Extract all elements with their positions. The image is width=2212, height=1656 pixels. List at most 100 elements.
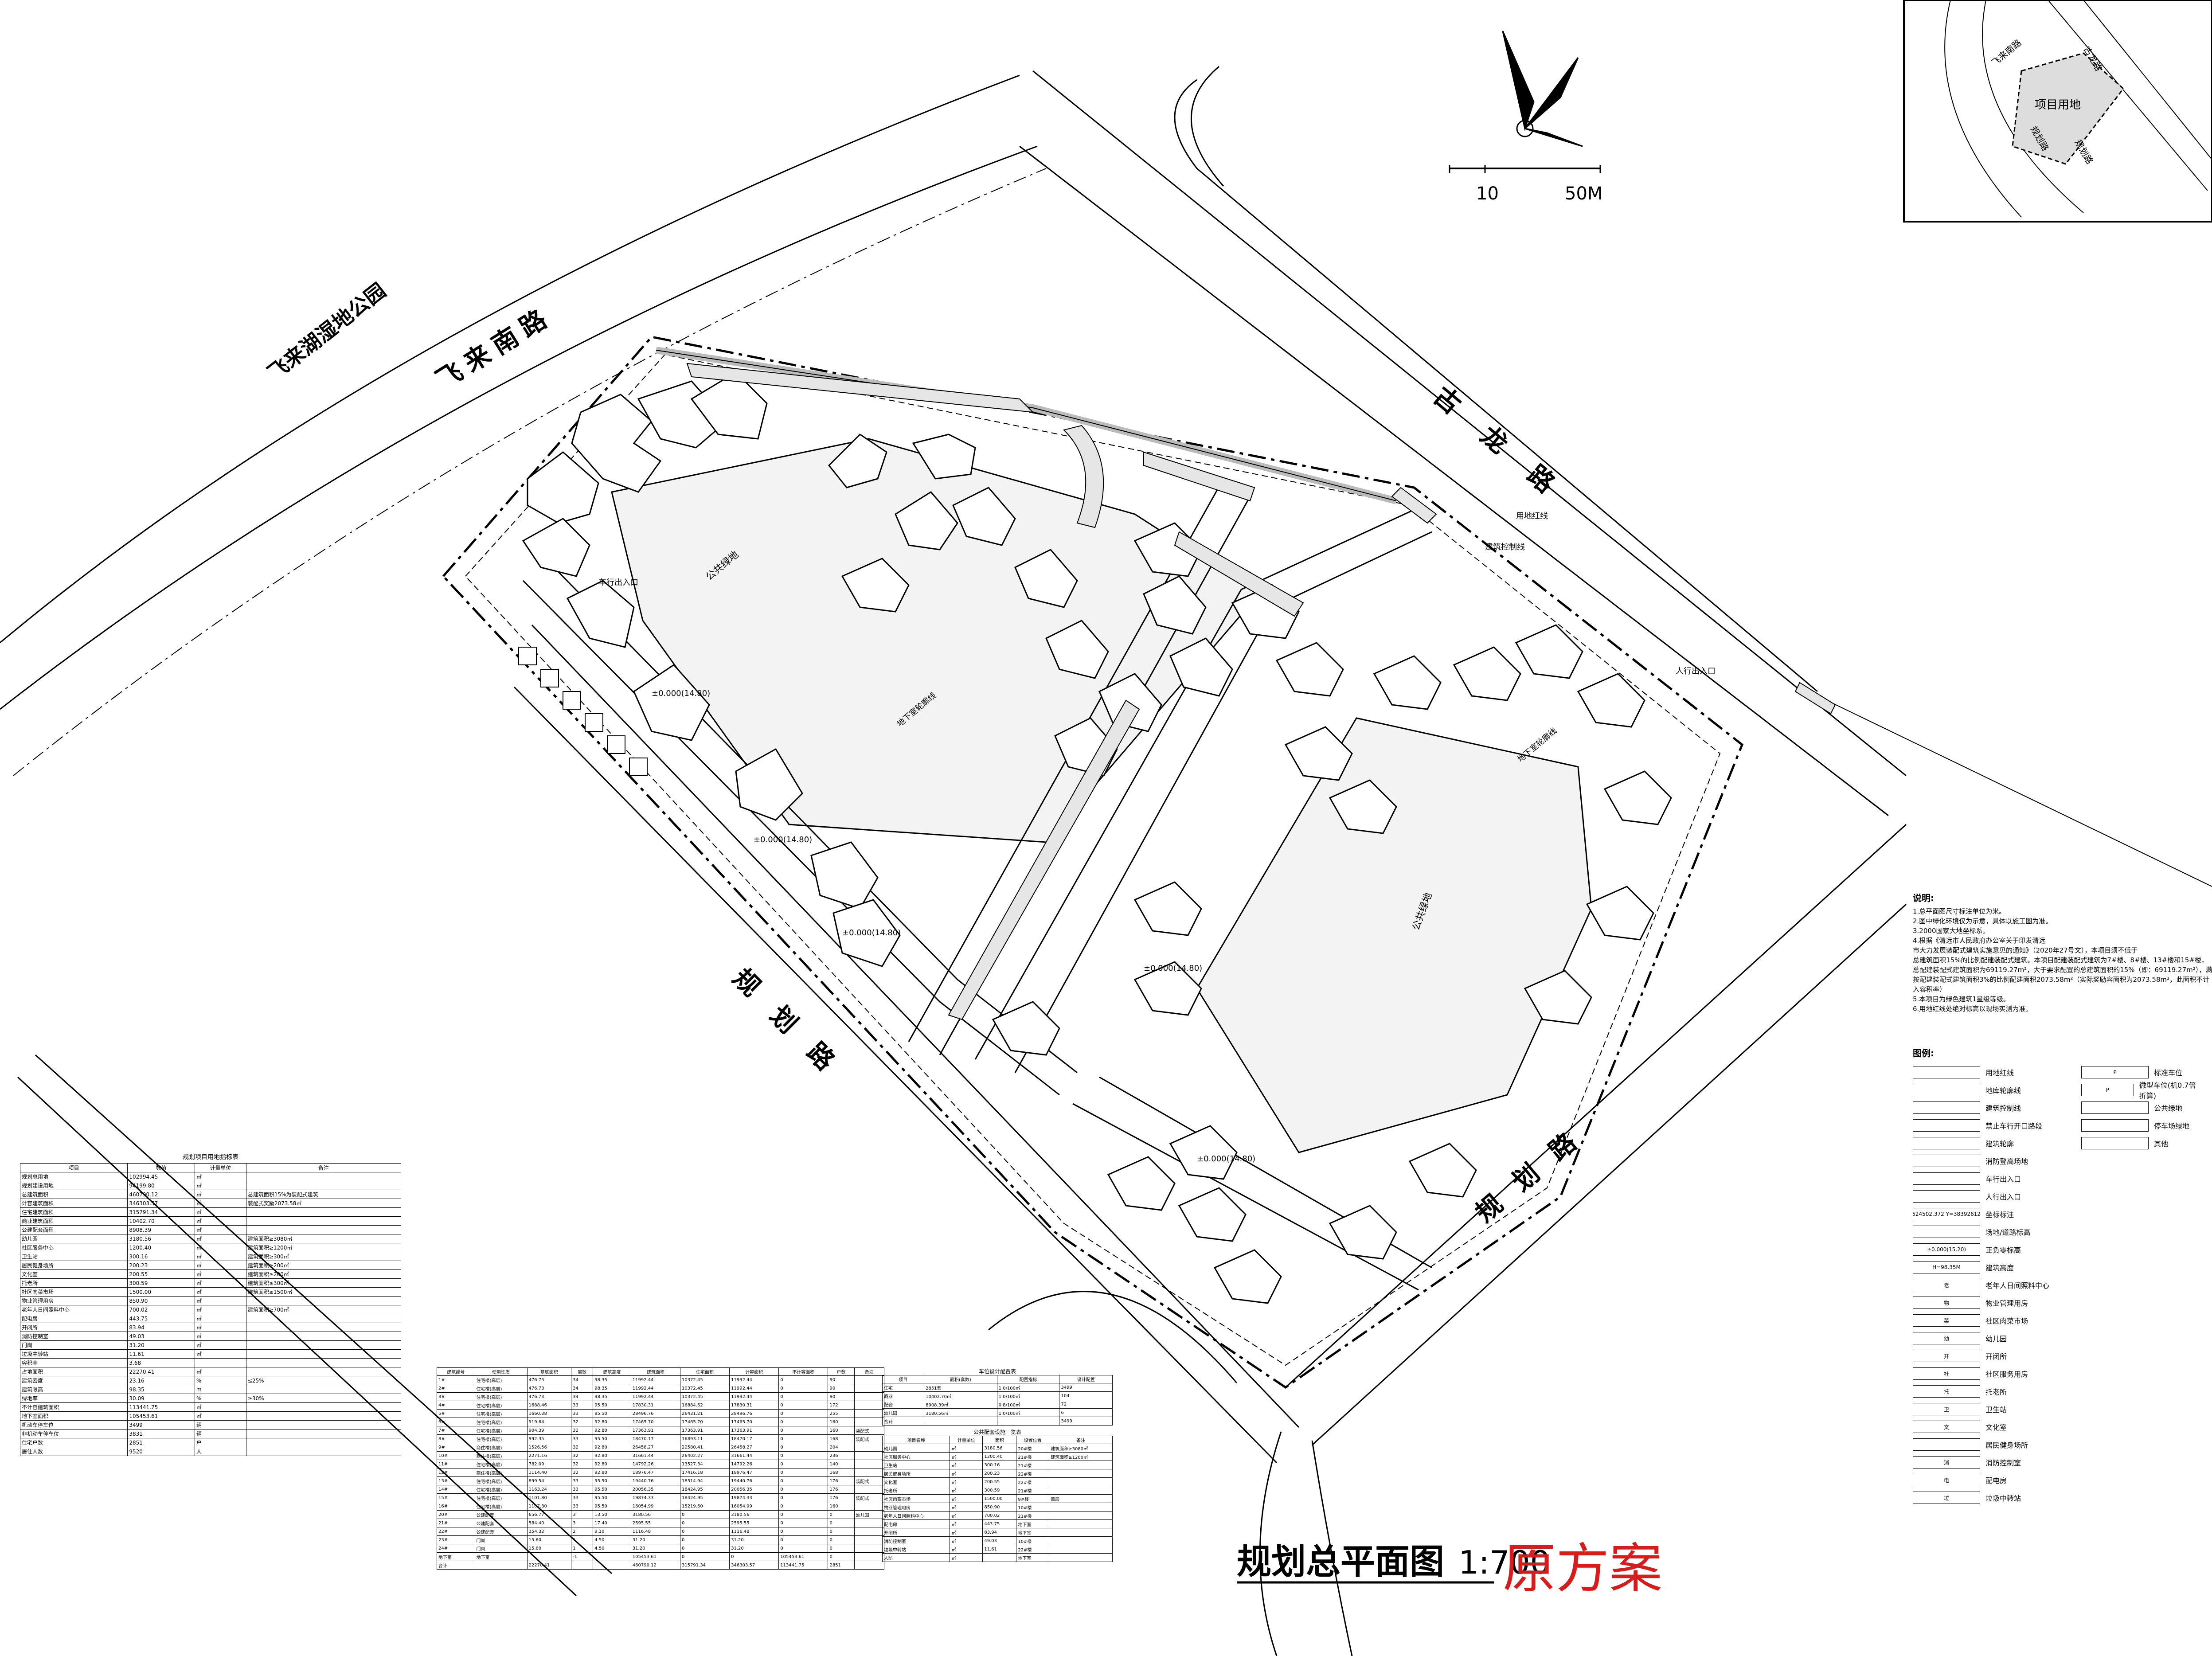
building-cell: 住宅楼(高层) bbox=[474, 1409, 528, 1418]
facility-header: 备注 bbox=[1049, 1436, 1113, 1444]
parking-cell: 10402.70㎡ bbox=[924, 1391, 997, 1400]
building-cell: 160 bbox=[828, 1502, 855, 1511]
scale-10: 10 bbox=[1476, 184, 1499, 204]
building-cell bbox=[593, 1561, 631, 1570]
building-cell: 98.35 bbox=[593, 1384, 631, 1393]
legend-item: 人行出入口 bbox=[1913, 1187, 2072, 1205]
legend-label: 用地红线 bbox=[1985, 1069, 2014, 1077]
building-cell: 11992.44 bbox=[729, 1375, 779, 1384]
left-facility-boxes bbox=[518, 647, 648, 776]
building-cell: 19874.33 bbox=[630, 1493, 680, 1502]
parking-cell: 合计 bbox=[882, 1417, 925, 1426]
indicator-cell: 11.61 bbox=[127, 1349, 195, 1359]
legend-symbol: 消 bbox=[1913, 1456, 1980, 1469]
building-cell: 31.20 bbox=[729, 1544, 779, 1553]
facility-cell: 社区服务中心 bbox=[882, 1452, 950, 1461]
building-cell: 32 bbox=[571, 1460, 594, 1469]
building-cell: 3180.56 bbox=[630, 1510, 680, 1519]
building-cell: 6# bbox=[437, 1418, 475, 1426]
indicator-cell: 2851 bbox=[127, 1438, 195, 1447]
indicator-cell: 315791.34 bbox=[127, 1207, 195, 1217]
indicator-cell: ㎡ bbox=[194, 1323, 246, 1332]
indicator-header: 项目 bbox=[20, 1163, 128, 1172]
building-cell: 20# bbox=[437, 1510, 475, 1519]
indicator-cell: 建筑面积≥300㎡ bbox=[246, 1278, 402, 1288]
indicator-cell: 1200.40 bbox=[127, 1243, 195, 1252]
building-cell bbox=[854, 1375, 885, 1384]
legend-label: 卫生站 bbox=[1985, 1406, 2007, 1414]
indicator-cell: 容积率 bbox=[20, 1358, 128, 1367]
indicator-cell: 300.59 bbox=[127, 1278, 195, 1288]
indicator-cell: 垃圾中转站 bbox=[20, 1349, 128, 1359]
building-header: 建筑高度 bbox=[593, 1367, 631, 1376]
legend-label: 垃圾中转站 bbox=[1985, 1494, 2021, 1503]
building-cell: 0 bbox=[778, 1451, 829, 1460]
legend-label: 文化室 bbox=[1985, 1423, 2007, 1432]
building-cell bbox=[854, 1485, 885, 1494]
legend-symbol: 菜 bbox=[1913, 1314, 1980, 1327]
building-cell: 住宅楼(高层) bbox=[474, 1476, 528, 1485]
building-cell: 16884.62 bbox=[680, 1401, 730, 1410]
facility-cell bbox=[1049, 1461, 1113, 1469]
indicator-cell: 社区肉菜市场 bbox=[20, 1287, 128, 1297]
indicator-cell: 住宅户数 bbox=[20, 1438, 128, 1447]
building-cell: 18424.95 bbox=[680, 1485, 730, 1494]
building-cell bbox=[593, 1552, 631, 1561]
note-line: 4.根据《清远市人民政府办公室关于印发清远 bbox=[1913, 937, 2046, 945]
building-header: 层数 bbox=[571, 1367, 594, 1376]
indicator-cell: 居民健身场所 bbox=[20, 1261, 128, 1270]
building-cell: 0 bbox=[778, 1409, 829, 1418]
building-cell: 0 bbox=[778, 1493, 829, 1502]
facility-cell: ㎡ bbox=[950, 1486, 983, 1495]
building-cell bbox=[854, 1519, 885, 1527]
hatched-strips bbox=[686, 363, 1836, 1020]
facility-cell bbox=[1049, 1536, 1113, 1545]
building-cell: 10372.45 bbox=[680, 1392, 730, 1401]
building-cell: 92.80 bbox=[593, 1468, 631, 1477]
legend-symbol bbox=[1913, 1155, 1980, 1167]
building-cell: 15219.60 bbox=[680, 1502, 730, 1511]
building-cell: 1101.80 bbox=[527, 1493, 572, 1502]
building-cell: 0 bbox=[828, 1552, 855, 1561]
building-cell: 255 bbox=[828, 1409, 855, 1418]
original-scheme-tag: 原方案 bbox=[1503, 1538, 1662, 1600]
legend-label: 正负零标高 bbox=[1985, 1246, 2021, 1254]
parking-cell: 6 bbox=[1059, 1408, 1113, 1417]
building-cell: 0 bbox=[680, 1519, 730, 1527]
building-cell: 3 bbox=[571, 1510, 594, 1519]
parking-header: 项目 bbox=[882, 1375, 925, 1383]
building-cell: 0 bbox=[778, 1375, 829, 1384]
building-cell: 26458.27 bbox=[630, 1443, 680, 1452]
building-cell: 34 bbox=[571, 1384, 594, 1393]
building-cell: 0 bbox=[778, 1384, 829, 1393]
legend-item: 地库轮廓线 bbox=[1913, 1081, 2072, 1099]
notes-panel: 说明: 1.总平面图尺寸标注单位为米。2.图中绿化环境仅为示意，具体以施工图为准… bbox=[1913, 891, 2212, 1014]
parking-cell: 1.0/100㎡ bbox=[997, 1383, 1060, 1392]
building-cell: 176 bbox=[828, 1485, 855, 1494]
legend-label: 物业管理用房 bbox=[1985, 1299, 2028, 1308]
building-cell: 17465.70 bbox=[729, 1418, 779, 1426]
building-cell: 90 bbox=[828, 1375, 855, 1384]
building-cell: 236 bbox=[828, 1451, 855, 1460]
elev-label-3: ±0.000(14.80) bbox=[842, 928, 901, 937]
indicator-cell bbox=[246, 1323, 402, 1332]
legend-item: 消防登高场地 bbox=[1913, 1152, 2072, 1170]
indicator-cell: ㎡ bbox=[194, 1199, 246, 1208]
building-cell: 98.35 bbox=[593, 1392, 631, 1401]
